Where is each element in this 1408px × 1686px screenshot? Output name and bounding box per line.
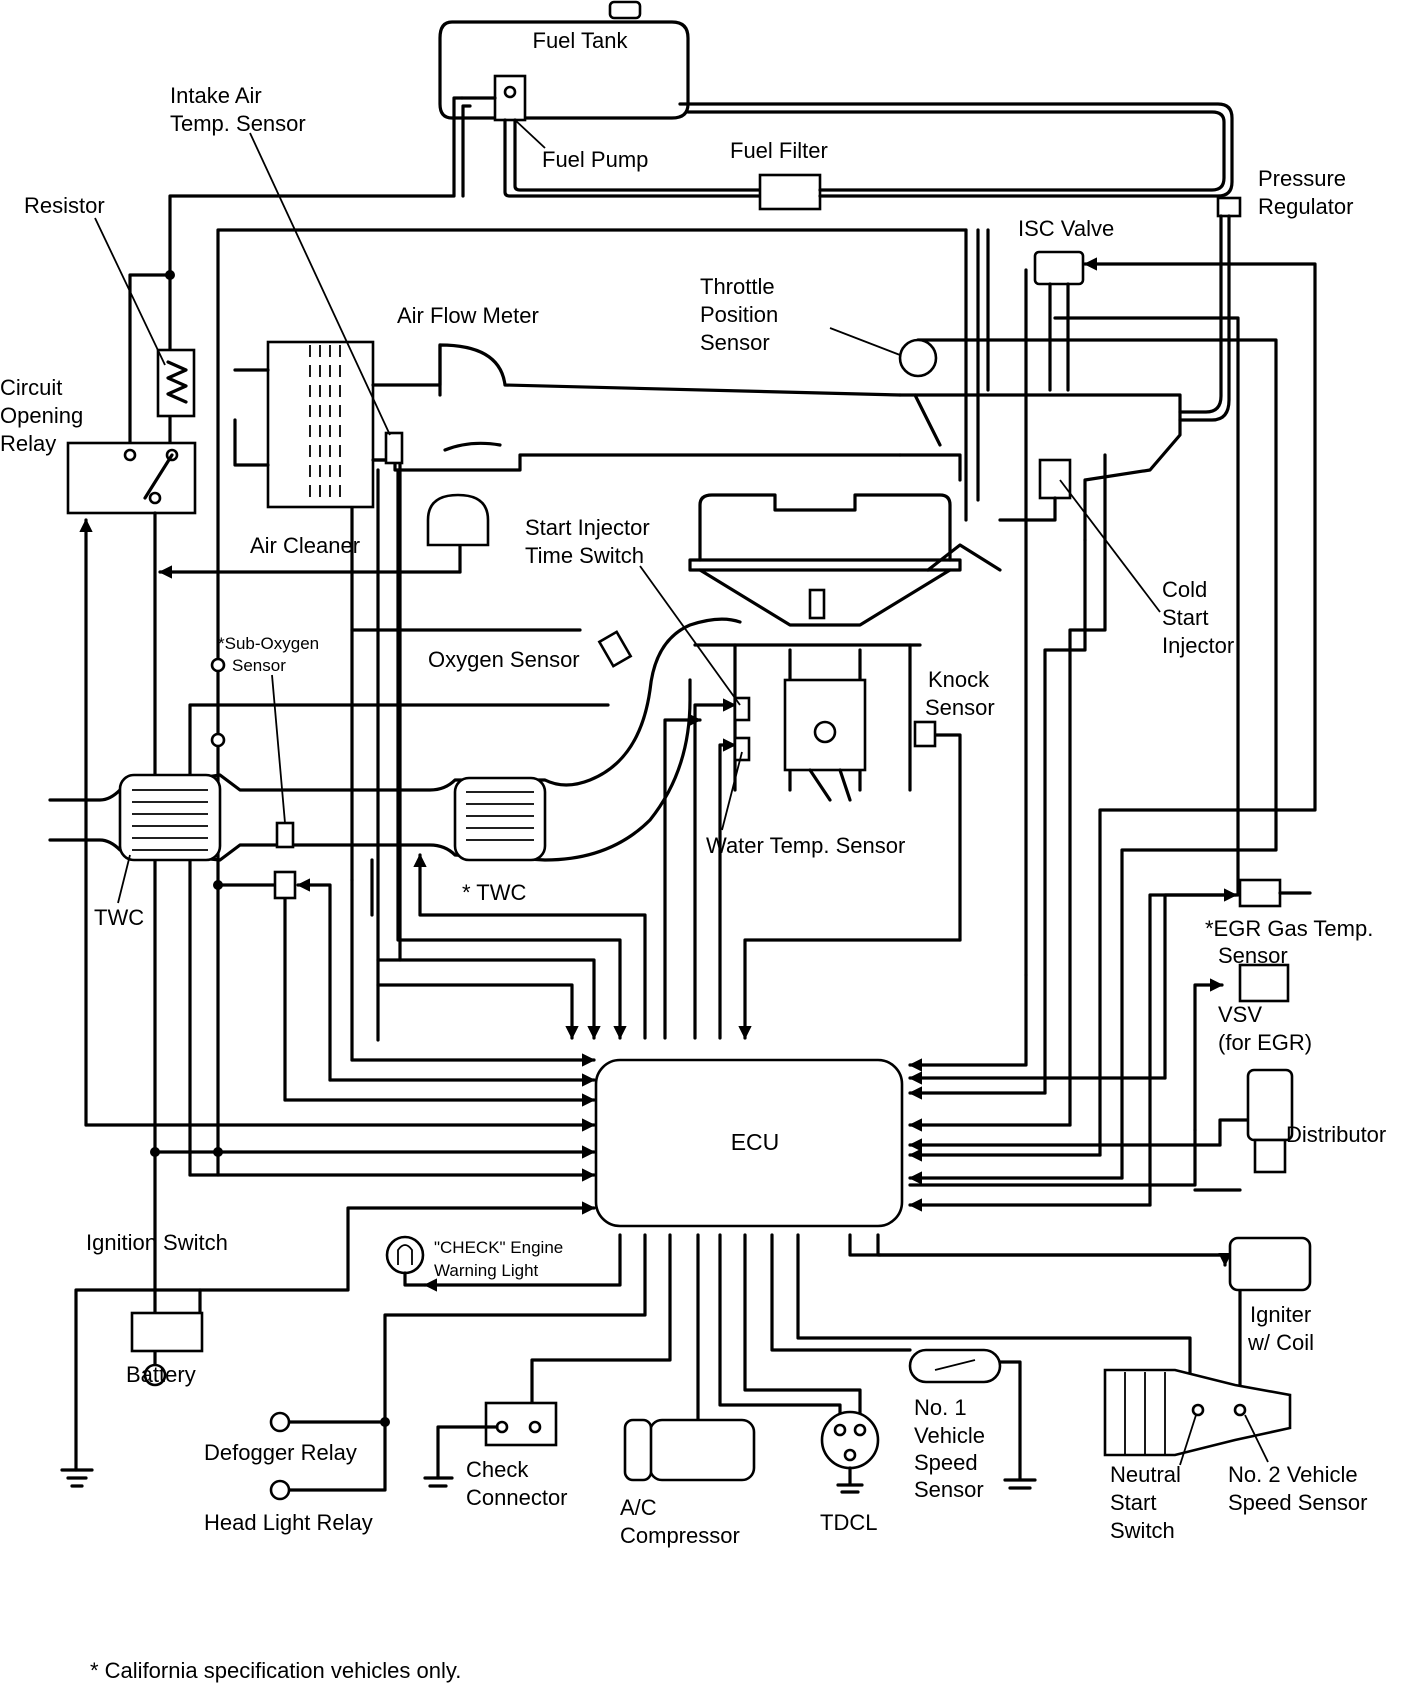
- start-injector-time-switch-label: Start Injector: [525, 515, 650, 540]
- neutral-start-switch-label: Neutral: [1110, 1462, 1181, 1487]
- check-engine-light: [385, 1235, 425, 1275]
- twc-front-label: TWC: [94, 905, 144, 930]
- check-connector-label: Check: [466, 1457, 529, 1482]
- tdcl-label: TDCL: [820, 1510, 877, 1535]
- egr-gas-temp-sensor-label: Sensor: [1218, 943, 1288, 968]
- bottom-wiring: [60, 1188, 1312, 1501]
- ac-compressor: [648, 1418, 756, 1482]
- pressure-regulator: [1216, 196, 1242, 218]
- fuel-system: [438, 0, 1242, 422]
- water-temp-sensor-label: Water Temp. Sensor: [706, 833, 905, 858]
- ecu: ECU: [594, 1058, 904, 1228]
- no1-vss-label: Vehicle: [914, 1423, 985, 1448]
- egr-gas-temp-sensor-label: *EGR Gas Temp.: [1205, 916, 1373, 941]
- fuel-tank-label: Fuel Tank: [533, 28, 629, 53]
- no1-vss-label: Sensor: [914, 1477, 984, 1502]
- twc-front-body: [118, 773, 222, 862]
- vsv-for-egr: [1238, 963, 1290, 1003]
- cold-start-injector: [1038, 458, 1072, 500]
- sub-oxygen-sensor: [275, 821, 295, 849]
- engine: [688, 493, 1002, 802]
- air-cleaner-label: Air Cleaner: [250, 533, 360, 558]
- igniter: [1228, 1236, 1312, 1292]
- fuel-pump-label: Fuel Pump: [542, 147, 648, 172]
- ac-compressor-label: Compressor: [620, 1523, 740, 1548]
- igniter-label: w/ Coil: [1247, 1330, 1314, 1355]
- fuel-tank-cap: [608, 0, 642, 20]
- head-light-relay-terminal: [269, 1479, 291, 1501]
- fuel-filter-label: Fuel Filter: [730, 138, 828, 163]
- check-engine-light-label: "CHECK" Engine: [434, 1238, 563, 1257]
- pressure-regulator-label: Regulator: [1258, 194, 1353, 219]
- cold-start-injector-label: Injector: [1162, 633, 1234, 658]
- labels: Fuel Tank Intake Air Temp. Sensor Fuel P…: [0, 28, 1386, 1683]
- isc-valve-label: ISC Valve: [1018, 216, 1114, 241]
- circuit-opening-relay-label: Circuit: [0, 375, 62, 400]
- circuit-opening-relay-label: Opening: [0, 403, 83, 428]
- water-temp-sensor: [733, 736, 751, 762]
- twc-rear-label: * TWC: [462, 880, 526, 905]
- battery: [130, 1311, 204, 1353]
- distributor-label: Distributor: [1286, 1122, 1386, 1147]
- check-engine-light-label: Warning Light: [434, 1261, 539, 1280]
- isc-valve: [1033, 250, 1085, 286]
- throttle-position-sensor-label: Position: [700, 302, 778, 327]
- fuel-tank: [438, 20, 690, 120]
- no1-vehicle-speed-sensor: [908, 1348, 1002, 1384]
- no1-vss-label: No. 1: [914, 1395, 967, 1420]
- head-light-relay-label: Head Light Relay: [204, 1510, 373, 1535]
- knock-sensor-label: Sensor: [925, 695, 995, 720]
- check-connector: [484, 1401, 558, 1447]
- ecu-box: [594, 1058, 904, 1228]
- right-components: [1238, 878, 1312, 1174]
- intake-system: [233, 250, 1182, 547]
- neutral-start-switch-label: Start: [1110, 1490, 1156, 1515]
- throttle-position-sensor-label: Throttle: [700, 274, 775, 299]
- vsv-label: (for EGR): [1218, 1030, 1312, 1055]
- circuit-opening-relay-label: Relay: [0, 431, 56, 456]
- throttle-position-sensor-label: Sensor: [700, 330, 770, 355]
- no1-vss-label: Speed: [914, 1450, 978, 1475]
- ecu-label: ECU: [731, 1129, 780, 1155]
- neutral-start-switch-label: Switch: [1110, 1518, 1175, 1543]
- check-connector-label: Connector: [466, 1485, 568, 1510]
- egr-gas-temp-sensor: [1238, 878, 1282, 908]
- oxygen-sensor: [597, 630, 633, 668]
- no2-vss-label: Speed Sensor: [1228, 1490, 1367, 1515]
- air-flow-meter-label: Air Flow Meter: [397, 303, 539, 328]
- pressure-regulator-label: Pressure: [1258, 166, 1346, 191]
- intake-air-temp-sensor-label: Intake Air: [170, 83, 262, 108]
- start-injector-time-switch-label: Time Switch: [525, 543, 644, 568]
- oxygen-sensor-label: Oxygen Sensor: [428, 647, 580, 672]
- defogger-relay-terminal: [269, 1411, 291, 1433]
- footnote: * California specification vehicles only…: [90, 1658, 461, 1683]
- throttle-position-sensor: [898, 338, 938, 378]
- cold-start-injector-label: Cold: [1162, 577, 1207, 602]
- vsv-label: VSV: [1218, 1002, 1262, 1027]
- ac-compressor-label: A/C: [620, 1495, 657, 1520]
- knock-sensor-label: Knock: [928, 667, 990, 692]
- defogger-relay-label: Defogger Relay: [204, 1440, 357, 1465]
- no2-vss-label: No. 2 Vehicle: [1228, 1462, 1358, 1487]
- resistor-label: Resistor: [24, 193, 105, 218]
- ignition-switch-label: Ignition Switch: [86, 1230, 228, 1255]
- oxygen-sensor-dome: [426, 493, 490, 547]
- cold-start-injector-label: Start: [1162, 605, 1208, 630]
- sub-oxygen-sensor-label: Sensor: [232, 656, 286, 675]
- intake-air-temp-sensor-label: Temp. Sensor: [170, 111, 306, 136]
- fuel-filter: [758, 173, 822, 211]
- sub-oxygen-sensor-label: *Sub-Oxygen: [218, 634, 319, 653]
- knock-sensor: [913, 720, 937, 748]
- igniter-label: Igniter: [1250, 1302, 1311, 1327]
- twc-rear-body: [453, 776, 547, 862]
- battery-label: Battery: [126, 1362, 196, 1387]
- exhaust-system: [48, 617, 742, 900]
